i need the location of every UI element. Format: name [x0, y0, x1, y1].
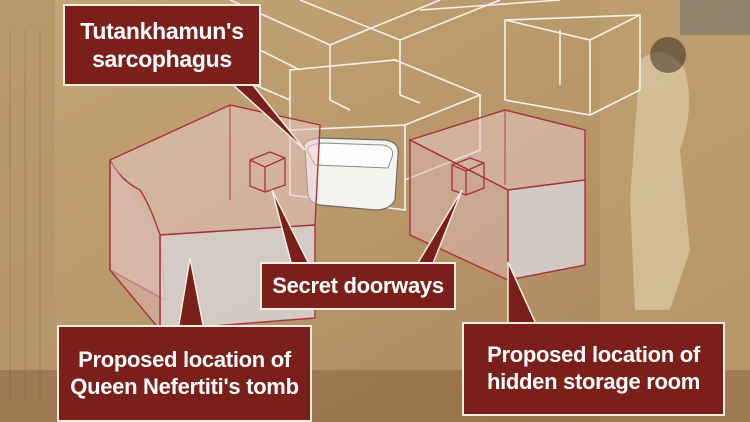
- left-secret-doorway: [249, 151, 286, 193]
- nefertiti-label-line2: Queen Nefertiti's tomb: [70, 373, 299, 399]
- callout-pointers: [177, 83, 538, 331]
- storage-label-line2: hidden storage room: [486, 369, 701, 394]
- sarcophagus-label-line2: sarcophagus: [92, 46, 232, 72]
- sarcophagus-label-line1: Tutankhamun's: [80, 17, 244, 44]
- right-secret-doorway: [451, 157, 485, 196]
- nefertiti-tomb-callout: Proposed location of Queen Nefertiti's t…: [57, 325, 312, 422]
- storage-label-line1: Proposed location of: [487, 342, 700, 368]
- secret-doorways-callout: Secret doorways: [260, 262, 456, 310]
- secret-doorways-label: Secret doorways: [272, 272, 444, 298]
- storage-room-callout: Proposed location of hidden storage room: [462, 322, 725, 416]
- sarcophagus-callout: Tutankhamun's sarcophagus: [63, 4, 261, 86]
- nefertiti-label-line1: Proposed location of: [78, 346, 291, 372]
